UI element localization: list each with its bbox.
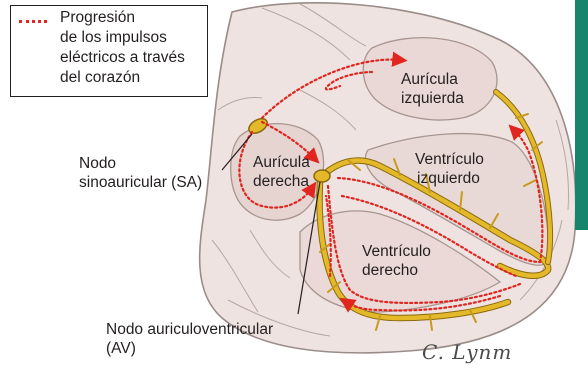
label-auricula-derecha-line1: Aurícula <box>253 153 310 172</box>
label-ventriculo-derecho-line2: derecho <box>362 261 431 280</box>
legend: Progresión de los impulsos eléctricos a … <box>10 5 208 97</box>
label-auricula-derecha: Aurícula derecha <box>253 153 310 191</box>
label-auricula-izquierda: Aurícula izquierda <box>401 70 464 108</box>
label-auricula-derecha-line2: derecha <box>253 172 310 191</box>
label-nodo-sa: Nodo sinoauricular (SA) <box>79 154 202 192</box>
label-ventriculo-izquierdo-line1: Ventrículo <box>415 150 484 169</box>
av-node <box>314 170 330 182</box>
legend-dotted-line-swatch <box>19 20 47 23</box>
label-ventriculo-derecho: Ventrículo derecho <box>362 242 431 280</box>
label-nodo-sa-line2: sinoauricular (SA) <box>79 173 202 192</box>
legend-line-1: Progresión <box>60 8 185 28</box>
legend-text: Progresión de los impulsos eléctricos a … <box>60 8 185 88</box>
label-nodo-av-line1: Nodo auriculoventricular <box>106 320 273 339</box>
artist-signature: C. Lynm <box>422 340 512 364</box>
label-nodo-sa-line1: Nodo <box>79 154 202 173</box>
label-auricula-izquierda-line1: Aurícula <box>401 70 464 89</box>
label-auricula-izquierda-line2: izquierda <box>401 89 464 108</box>
label-ventriculo-izquierdo: Ventrículo izquierdo <box>415 150 484 188</box>
label-ventriculo-derecho-line1: Ventrículo <box>362 242 431 261</box>
side-accent-tab <box>575 0 588 230</box>
legend-line-4: del corazón <box>60 68 185 88</box>
legend-line-3: eléctricos a través <box>60 48 185 68</box>
label-nodo-av: Nodo auriculoventricular (AV) <box>106 320 273 358</box>
label-ventriculo-izquierdo-line2: izquierdo <box>415 169 484 188</box>
legend-line-2: de los impulsos <box>60 28 185 48</box>
label-nodo-av-line2: (AV) <box>106 339 273 358</box>
